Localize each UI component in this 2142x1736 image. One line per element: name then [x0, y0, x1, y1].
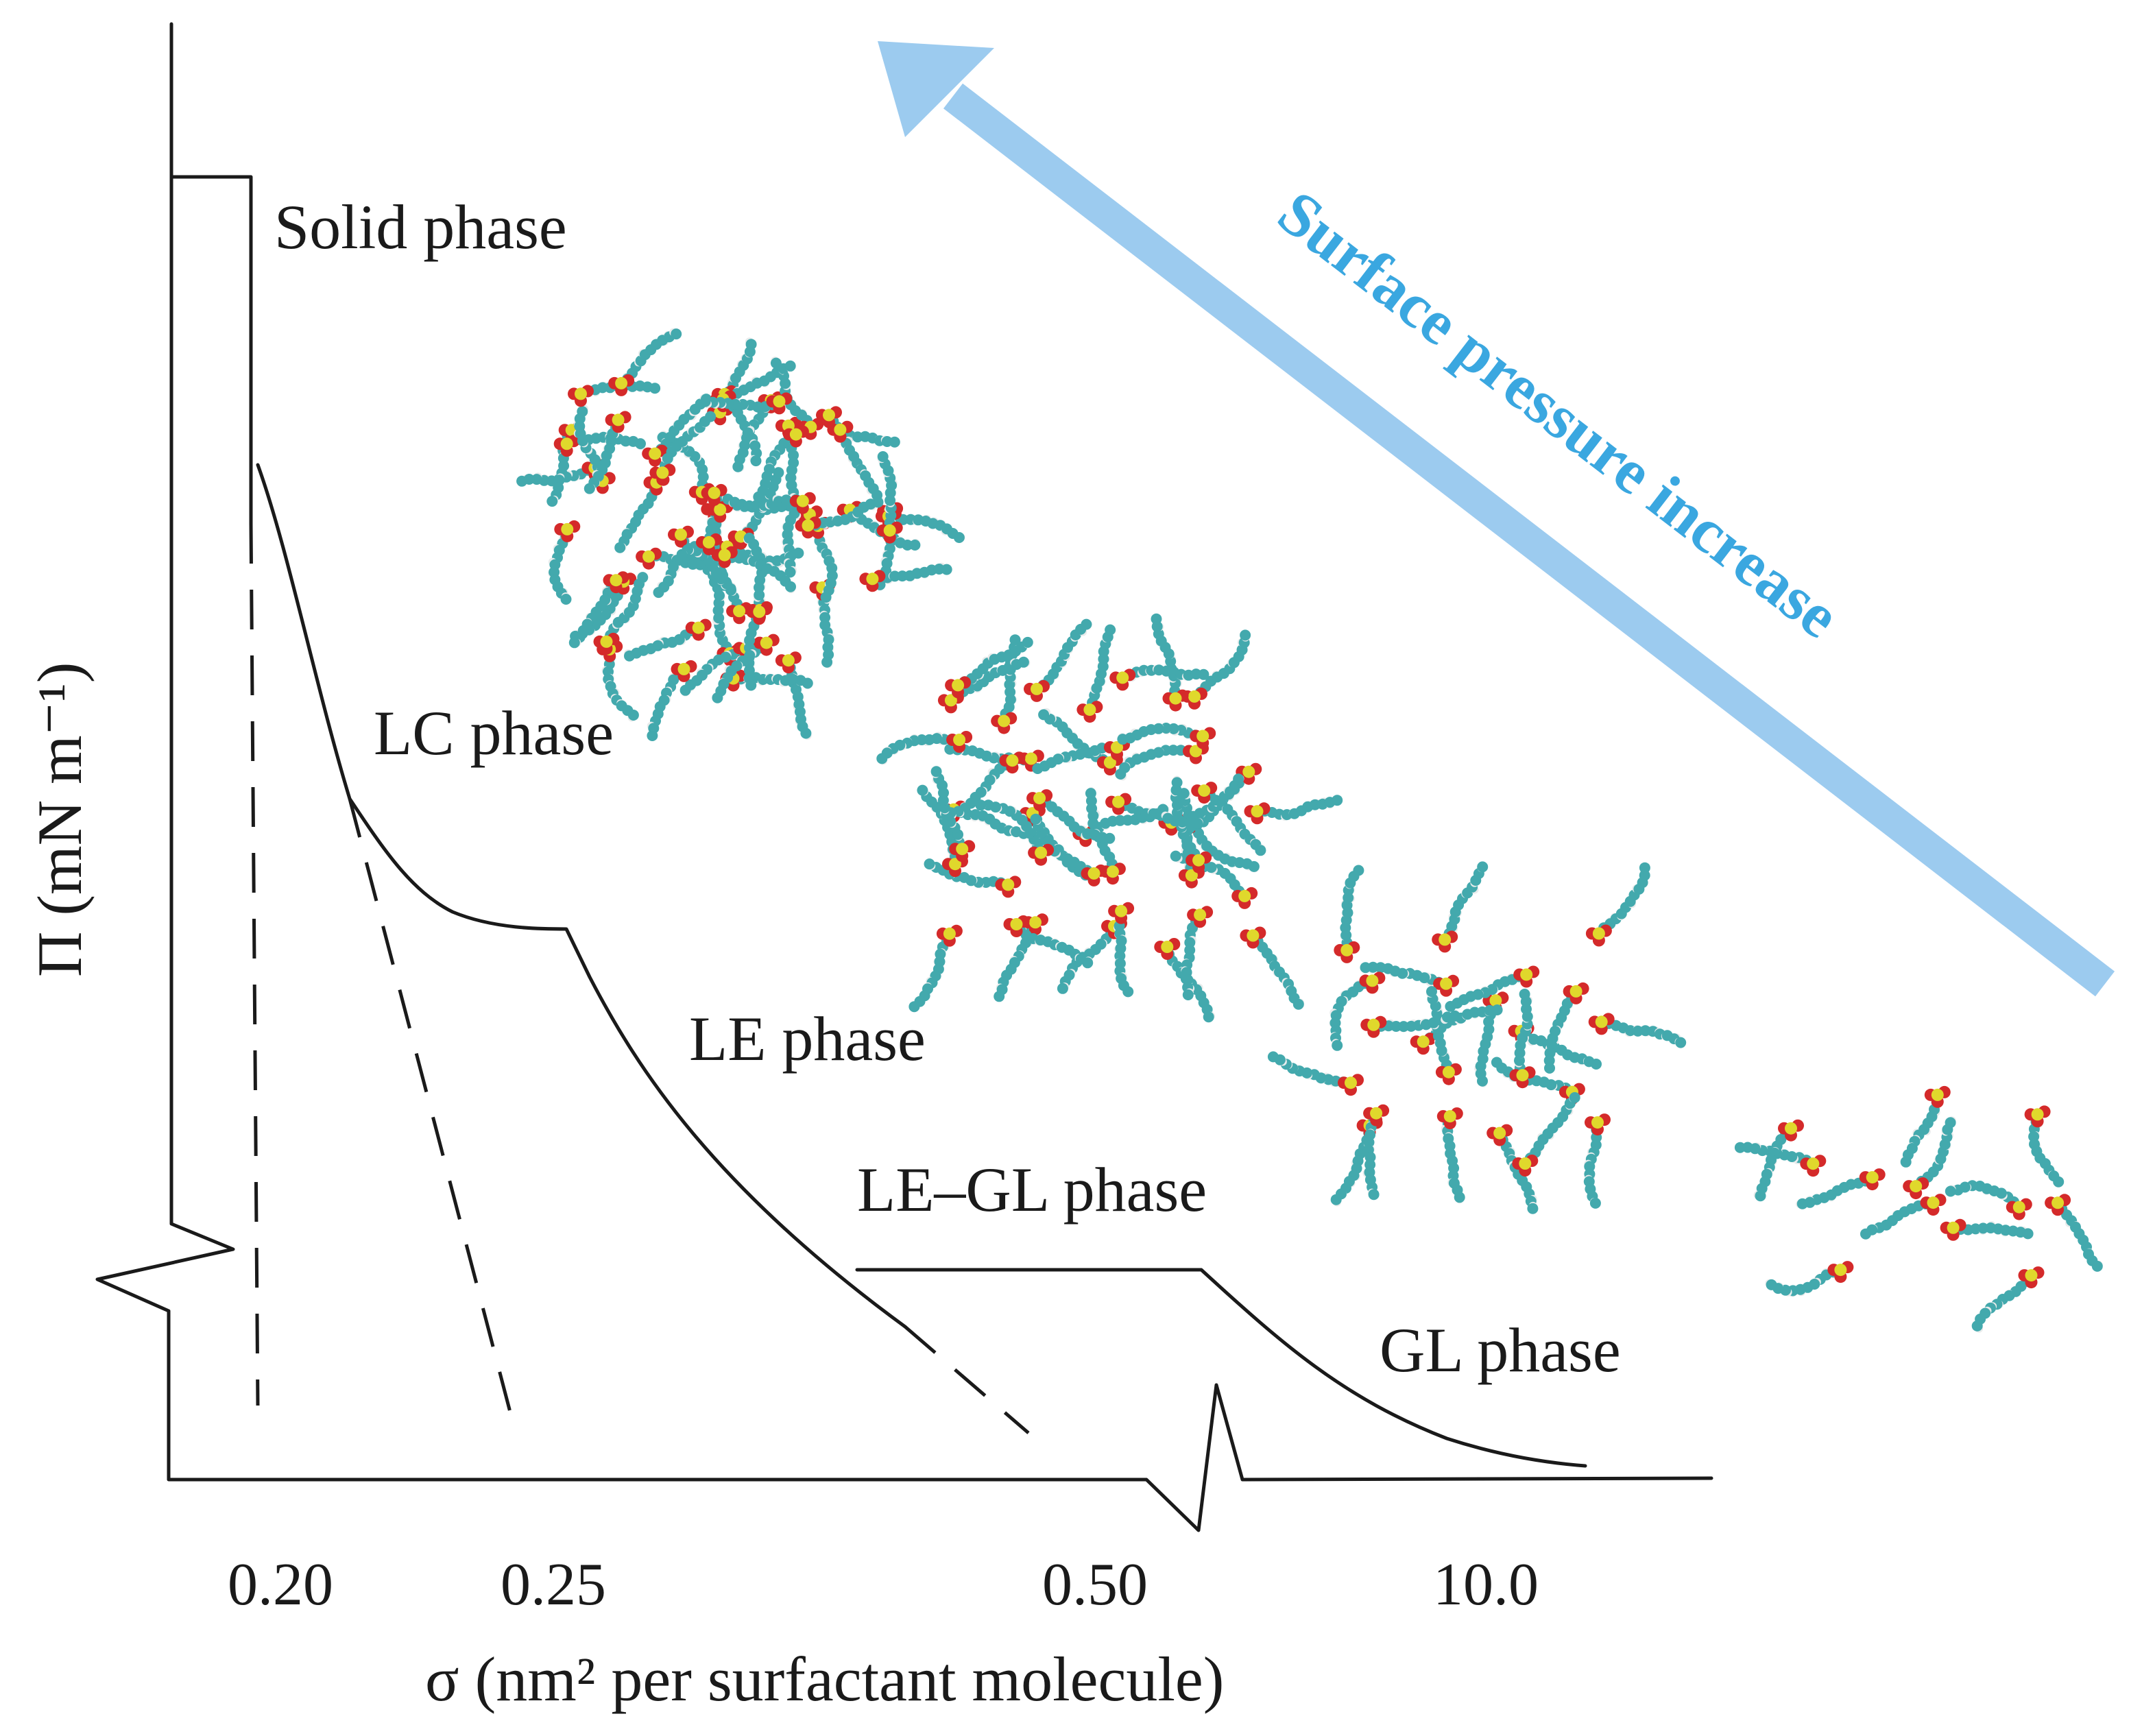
dashed-line-le: [904, 1325, 1030, 1434]
dashed-line-lc: [348, 798, 518, 1434]
y-axis: [95, 22, 1713, 1532]
x-axis-label: σ (nm² per surfactant molecule): [425, 1644, 1224, 1714]
snapshot-lc-phase: [516, 328, 965, 741]
le-gl-curve: [855, 1268, 1587, 1468]
label-gl-phase: GL phase: [1380, 1315, 1621, 1385]
y-axis-label: Π (mN m⁻¹): [25, 662, 95, 977]
x-tick-2: 0.50: [1042, 1552, 1148, 1618]
snapshot-gl-phase: [1734, 1085, 2103, 1333]
label-le-phase: LE phase: [689, 1004, 926, 1074]
x-tick-1: 0.25: [501, 1552, 606, 1618]
label-lc-phase: LC phase: [374, 698, 614, 768]
snapshot-le-gl-phase: [1267, 861, 1687, 1214]
label-solid-phase: Solid phase: [274, 192, 567, 262]
label-le-gl-phase: LE–GL phase: [857, 1155, 1207, 1225]
lc-le-curve: [256, 463, 907, 1329]
x-tick-3: 10.0: [1433, 1552, 1539, 1618]
solid-phase-curve: [169, 175, 253, 526]
snapshot-le-phase: [876, 613, 1343, 1023]
dashed-line-solid: [249, 523, 260, 1406]
pressure-arrow: [878, 41, 2115, 997]
x-tick-0: 0.20: [228, 1552, 333, 1618]
